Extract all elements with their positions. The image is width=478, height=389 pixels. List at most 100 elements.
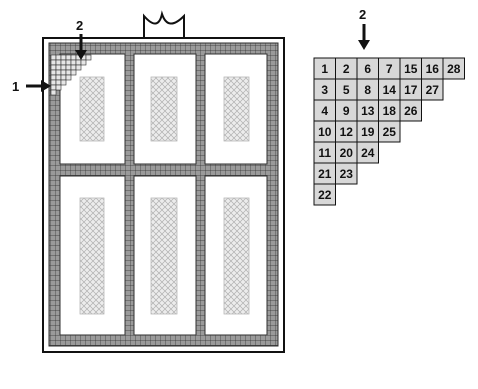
staircase-square xyxy=(56,55,61,60)
order-number: 10 xyxy=(318,125,332,139)
staircase-square xyxy=(66,65,71,70)
staircase-square xyxy=(56,80,61,85)
staircase-square xyxy=(66,70,71,75)
order-number: 25 xyxy=(383,125,397,139)
order-number: 19 xyxy=(361,125,375,139)
order-number: 21 xyxy=(318,167,332,181)
order-number: 6 xyxy=(364,62,371,76)
order-number: 12 xyxy=(340,125,354,139)
staircase-square xyxy=(56,85,61,90)
staircase-square xyxy=(51,65,56,70)
order-number: 22 xyxy=(318,188,332,202)
staircase-square xyxy=(51,80,56,85)
order-cell: 12 xyxy=(336,121,358,142)
order-cell: 11 xyxy=(314,142,336,163)
order-cell: 4 xyxy=(314,100,336,121)
order-number: 28 xyxy=(447,62,461,76)
staircase-square xyxy=(56,60,61,65)
order-cell: 1 xyxy=(314,58,336,79)
hanging-sleeve xyxy=(144,14,184,38)
order-cell: 18 xyxy=(379,100,401,121)
order-number: 1 xyxy=(321,62,328,76)
order-number: 18 xyxy=(383,104,397,118)
order-cell: 16 xyxy=(422,58,444,79)
order-cell: 20 xyxy=(336,142,358,163)
staircase-square xyxy=(51,60,56,65)
order-number: 23 xyxy=(340,167,354,181)
order-cell: 22 xyxy=(314,184,336,205)
hatched-rect xyxy=(80,198,104,314)
staircase-square xyxy=(66,60,71,65)
hatched-rect xyxy=(224,77,249,141)
order-number: 20 xyxy=(340,146,354,160)
order-number: 17 xyxy=(404,83,418,97)
staircase-square xyxy=(86,55,91,60)
order-cell: 10 xyxy=(314,121,336,142)
hatched-rect xyxy=(151,198,177,314)
order-cell: 7 xyxy=(379,58,401,79)
order-cell: 3 xyxy=(314,79,336,100)
order-number: 13 xyxy=(361,104,375,118)
piecing-order-chart: 1267151628358141727491318261012192511202… xyxy=(314,58,465,205)
hatched-rect xyxy=(80,77,104,141)
row-start-label: 1 xyxy=(12,79,19,94)
staircase-square xyxy=(76,60,81,65)
order-number: 2 xyxy=(343,62,350,76)
order-cell: 23 xyxy=(336,163,358,184)
staircase-square xyxy=(66,55,71,60)
staircase-square xyxy=(81,60,86,65)
order-number: 3 xyxy=(321,83,328,97)
order-cell: 13 xyxy=(357,100,379,121)
hatched-rect xyxy=(151,77,177,141)
order-number: 8 xyxy=(364,83,371,97)
order-cell: 14 xyxy=(379,79,401,100)
staircase-square xyxy=(51,90,56,95)
order-cell: 27 xyxy=(422,79,444,100)
order-cell: 6 xyxy=(357,58,379,79)
staircase-square xyxy=(51,75,56,80)
staircase-square xyxy=(51,55,56,60)
order-cell: 19 xyxy=(357,121,379,142)
staircase-square xyxy=(56,75,61,80)
order-cell: 25 xyxy=(379,121,401,142)
order-cell: 17 xyxy=(400,79,422,100)
staircase-square xyxy=(61,65,66,70)
order-cell: 2 xyxy=(336,58,358,79)
staircase-square xyxy=(71,70,76,75)
order-number: 15 xyxy=(404,62,418,76)
order-cell: 9 xyxy=(336,100,358,121)
order-number: 14 xyxy=(383,83,397,97)
order-number: 16 xyxy=(426,62,440,76)
order-number: 24 xyxy=(361,146,375,160)
staircase-square xyxy=(51,70,56,75)
staircase-square xyxy=(71,55,76,60)
staircase-square xyxy=(61,60,66,65)
order-number: 5 xyxy=(343,83,350,97)
staircase-square xyxy=(71,65,76,70)
staircase-square xyxy=(56,70,61,75)
staircase-square xyxy=(61,75,66,80)
order-cell: 8 xyxy=(357,79,379,100)
order-cell: 15 xyxy=(400,58,422,79)
order-cell: 24 xyxy=(357,142,379,163)
column-start-label: 2 xyxy=(76,18,83,33)
chart-column-label: 2 xyxy=(359,7,366,22)
order-number: 27 xyxy=(426,83,440,97)
staircase-square xyxy=(56,65,61,70)
order-cell: 26 xyxy=(400,100,422,121)
staircase-square xyxy=(76,65,81,70)
staircase-square xyxy=(66,75,71,80)
order-cell: 28 xyxy=(443,58,465,79)
order-number: 9 xyxy=(343,104,350,118)
staircase-square xyxy=(51,85,56,90)
order-cell: 5 xyxy=(336,79,358,100)
staircase-square xyxy=(61,70,66,75)
order-number: 4 xyxy=(321,104,328,118)
hatched-rect xyxy=(224,198,249,314)
order-number: 11 xyxy=(318,146,331,160)
staircase-square xyxy=(61,55,66,60)
order-cell: 21 xyxy=(314,163,336,184)
order-number: 26 xyxy=(404,104,418,118)
order-number: 7 xyxy=(386,62,393,76)
